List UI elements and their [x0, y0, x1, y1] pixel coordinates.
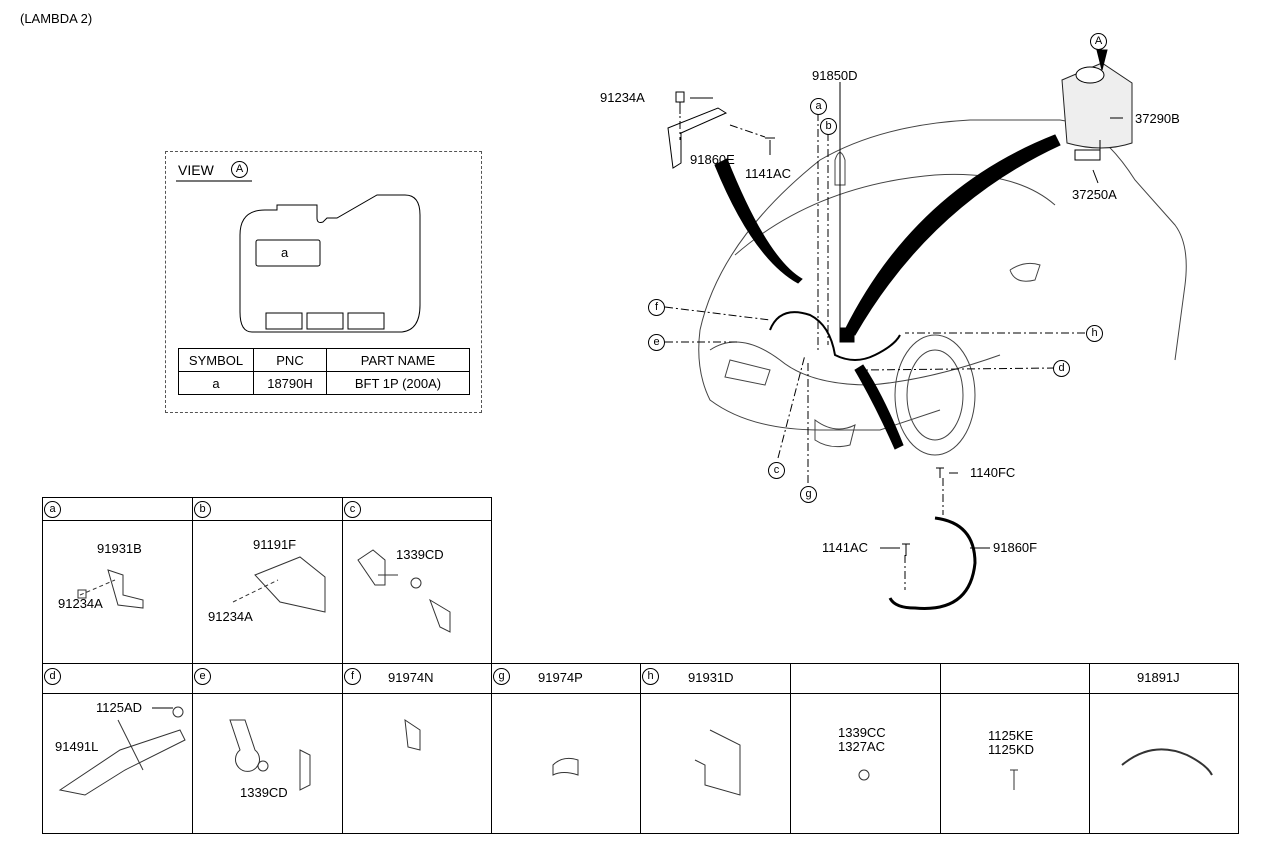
table-header: PNC — [253, 348, 327, 372]
view-marker: A — [231, 161, 248, 178]
letter-g: g — [800, 486, 817, 503]
part-label: 91234A — [208, 609, 253, 624]
part-label: 1339CC — [838, 725, 886, 740]
cell-header-91974n: 91974N — [388, 670, 434, 685]
callout-1140fc: 1140FC — [970, 465, 1016, 480]
part-label: 1125KD — [988, 742, 1035, 757]
letter-b: b — [820, 118, 837, 135]
table-cell: BFT 1P (200A) — [326, 371, 470, 395]
part-label: 91191F — [253, 537, 297, 552]
letter-h: h — [1086, 325, 1103, 342]
callout-91234a: 91234A — [600, 90, 645, 105]
table-header: SYMBOL — [178, 348, 254, 372]
part-label: 1327AC — [838, 739, 885, 754]
cell-header-91891j: 91891J — [1137, 670, 1180, 685]
part-label: 1339CD — [396, 547, 444, 562]
callout-1141ac-2: 1141AC — [822, 540, 869, 555]
part-label: 1125KE — [988, 728, 1034, 743]
fuse-box-slot — [255, 239, 321, 267]
table-cell: 18790H — [253, 371, 327, 395]
part-label: 91491L — [55, 739, 99, 754]
table-header: PART NAME — [326, 348, 470, 372]
part-label: 1125AD — [96, 700, 143, 715]
cell-symbol-b: b — [194, 501, 211, 518]
table-row: a 18790H BFT 1P (200A) — [178, 371, 470, 395]
fuse-box-slot-label: a — [281, 245, 289, 260]
cell-symbol-h: h — [642, 668, 659, 685]
letter-e: e — [648, 334, 665, 351]
part-label: 1339CD — [240, 785, 288, 800]
letter-f: f — [648, 299, 665, 316]
callout-91860f: 91860F — [993, 540, 1038, 555]
callout-37250a: 37250A — [1072, 187, 1117, 202]
cell-symbol-g: g — [493, 668, 510, 685]
letter-d: d — [1053, 360, 1070, 377]
view-parts-table: SYMBOL PNC PART NAME a 18790H BFT 1P (20… — [178, 348, 470, 395]
cell-header-91931d: 91931D — [688, 670, 734, 685]
cell-header-91974p: 91974P — [538, 670, 583, 685]
view-a-marker: A — [1090, 33, 1107, 50]
top-parts-grid — [42, 497, 492, 664]
cell-part-sketches — [58, 549, 1213, 796]
part-label: 91931B — [97, 541, 142, 556]
view-a-panel — [165, 151, 482, 413]
bottom-parts-grid — [42, 663, 1239, 834]
callout-1141ac: 1141AC — [745, 166, 792, 181]
cell-symbol-a: a — [44, 501, 61, 518]
callout-91860e: 91860E — [690, 152, 735, 167]
cell-symbol-e: e — [194, 668, 211, 685]
fuse-box-outline — [239, 194, 421, 333]
letter-c: c — [768, 462, 785, 479]
view-title: VIEW — [178, 162, 214, 178]
callout-91850d: 91850D — [812, 68, 858, 83]
cell-symbol-c: c — [344, 501, 361, 518]
table-cell: a — [178, 371, 254, 395]
diagram-title: (LAMBDA 2) — [20, 11, 93, 26]
callout-37290b: 37290B — [1135, 111, 1180, 126]
part-label: 91234A — [58, 596, 103, 611]
letter-a: a — [810, 98, 827, 115]
cell-symbol-f: f — [344, 668, 361, 685]
cell-symbol-d: d — [44, 668, 61, 685]
